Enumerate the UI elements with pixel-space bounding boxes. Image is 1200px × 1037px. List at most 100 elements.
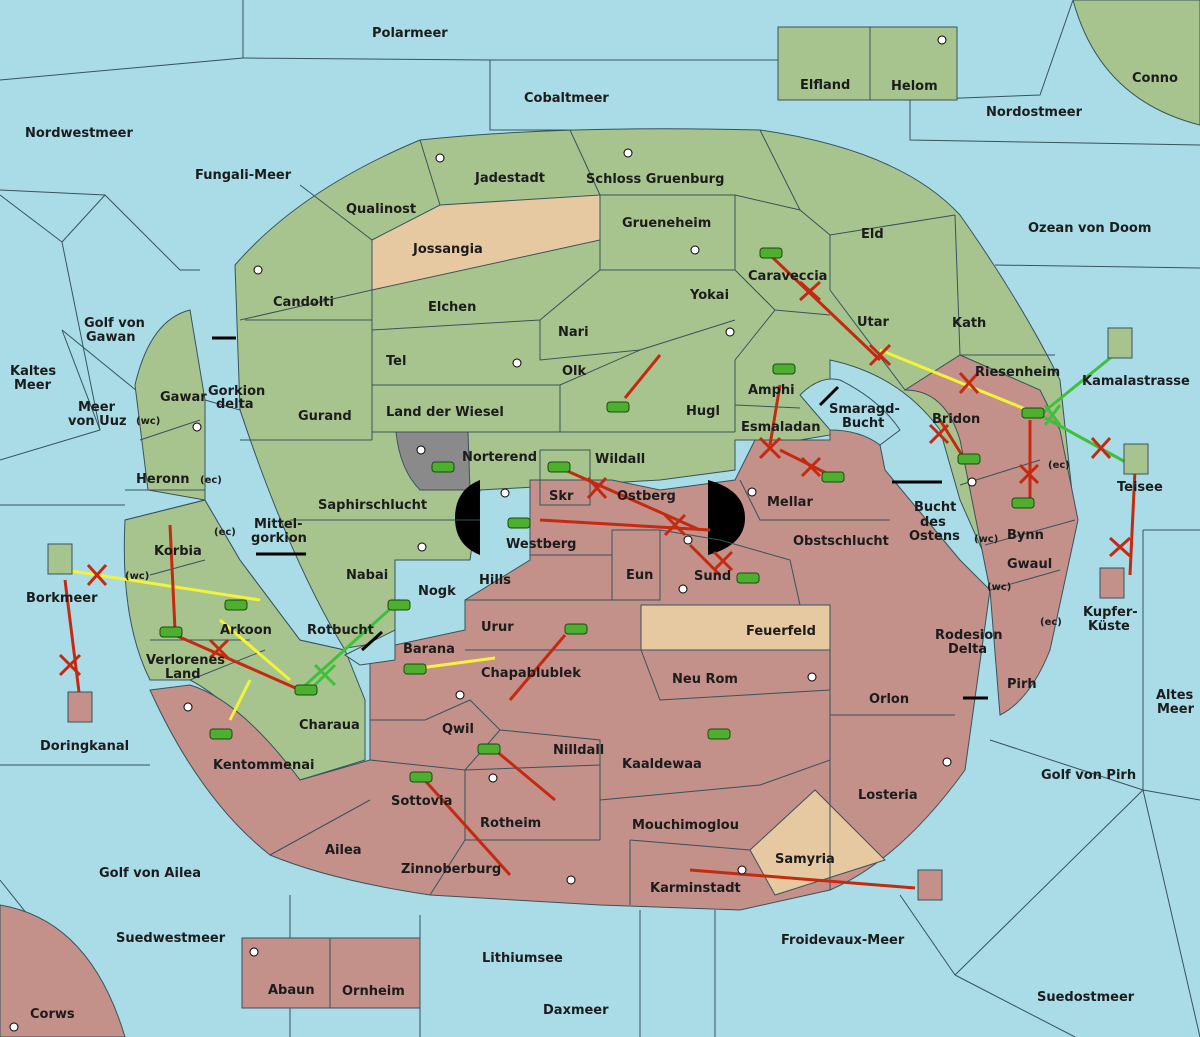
cross-icon: [1018, 463, 1040, 485]
army-icon: [159, 626, 183, 638]
failed-orders: [58, 280, 1132, 677]
army-icon: [224, 599, 248, 611]
label-pirh: Pirh: [1007, 677, 1037, 692]
sea-smaragd[interactable]: [799, 378, 901, 446]
supply-center-icon: [747, 487, 757, 497]
label-coast-ec: (ec): [1048, 460, 1070, 471]
label-rotheim: Rotheim: [480, 816, 541, 831]
fleet-icon: [67, 691, 93, 723]
supply-center-icon: [500, 488, 510, 498]
label-kamala: Kamalastrasse: [1082, 374, 1190, 389]
label-altes-1: Altes: [1156, 688, 1194, 703]
supply-center-icon: [942, 757, 952, 767]
cross-icon: [928, 423, 950, 445]
label-tel: Tel: [386, 354, 406, 369]
region-conno[interactable]: [1072, 0, 1200, 126]
label-bynn: Bynn: [1007, 528, 1044, 543]
label-smaragd-1: Smaragd-: [829, 402, 900, 417]
label-jossangia: Jossangia: [412, 242, 483, 257]
label-conno: Conno: [1132, 71, 1178, 86]
supply-center-icon: [807, 672, 817, 682]
label-bucht-2: des: [920, 515, 946, 530]
arrow-red: [564, 468, 701, 532]
label-teisee: Teisee: [1117, 480, 1163, 495]
red-east-arm: [903, 354, 1079, 716]
fleet-icon: [47, 543, 73, 575]
label-kupfer-1: Kupfer-: [1083, 605, 1138, 620]
label-obst: Obstschlucht: [793, 534, 889, 549]
region-corws[interactable]: [0, 904, 126, 1037]
army-icon: [1011, 497, 1035, 509]
sea-rotbucht[interactable]: [344, 629, 396, 666]
army-icon: [507, 517, 531, 529]
red-south-mass: [149, 417, 991, 911]
label-feuerfeld: Feuerfeld: [746, 624, 816, 639]
label-abaun: Abaun: [268, 983, 315, 998]
army-icon: [477, 743, 501, 755]
army-icon: [431, 461, 455, 473]
supply-center-icon: [9, 1022, 19, 1032]
fleet-icon: [1099, 567, 1125, 599]
region-elfland[interactable]: [777, 26, 871, 101]
fleet-icon: [1123, 443, 1149, 475]
arrow-red: [508, 634, 567, 701]
supply-center-icon: [725, 327, 735, 337]
label-bucht-3: Ostens: [909, 529, 960, 544]
label-caraveccia: Caraveccia: [748, 269, 827, 284]
passage-arrows: [212, 336, 988, 700]
label-lithium: Lithiumsee: [482, 951, 563, 966]
supply-center-icon: [512, 358, 522, 368]
label-wiesel: Land der Wiesel: [386, 405, 504, 420]
green-crosses: [313, 404, 1062, 687]
label-utar: Utar: [857, 315, 890, 330]
cross-icon: [798, 280, 822, 302]
label-daxmeer: Daxmeer: [543, 1003, 609, 1018]
army-icon: [209, 728, 233, 740]
label-kath: Kath: [952, 316, 986, 331]
label-arkoon: Arkoon: [220, 623, 272, 638]
label-skr: Skr: [549, 489, 574, 504]
arrow-red: [689, 868, 916, 890]
region-norterend[interactable]: [395, 431, 471, 491]
supply-center-icon: [967, 477, 977, 487]
fleet-icon: [1107, 327, 1133, 359]
cross-icon: [758, 436, 782, 460]
label-nordostmeer: Nordostmeer: [986, 105, 1083, 120]
label-sottovia: Sottovia: [391, 794, 452, 809]
label-westberg: Westberg: [506, 537, 576, 552]
label-rodesion-2: Delta: [948, 642, 987, 657]
label-qwil: Qwil: [442, 722, 474, 737]
arrow-red: [63, 579, 82, 701]
label-jadestadt: Jadestadt: [474, 171, 545, 186]
army-icon: [759, 247, 783, 259]
order-arrows: [63, 253, 1141, 890]
label-orlon: Orlon: [869, 692, 909, 707]
cross-icon: [1043, 404, 1062, 426]
supply-center-icon: [417, 542, 427, 552]
units: [159, 247, 1045, 783]
label-golf-pirh: Golf von Pirh: [1041, 768, 1136, 783]
army-icon: [957, 453, 981, 465]
label-gruenburg: Schloss Gruenburg: [586, 172, 724, 187]
label-qualinost: Qualinost: [346, 202, 416, 217]
arrow-red: [494, 748, 556, 802]
obstacle-east: [708, 480, 745, 555]
region-gawar-heronn[interactable]: [134, 309, 206, 501]
supply-center-icon: [737, 865, 747, 875]
label-smaragd-2: Bucht: [842, 416, 884, 431]
supply-center-icon: [435, 153, 445, 163]
label-charaua: Charaua: [299, 718, 360, 733]
label-coast-wc: (wc): [125, 571, 149, 582]
label-gorkion-1: Gorkion: [208, 384, 265, 399]
army-icon: [1021, 407, 1045, 419]
label-bridon: Bridon: [932, 412, 980, 427]
label-nogk: Nogk: [418, 584, 456, 599]
region-samyria[interactable]: [749, 789, 886, 896]
supply-center-icon: [183, 702, 193, 712]
label-nordwestmeer: Nordwestmeer: [25, 126, 133, 141]
cross-icon: [868, 343, 892, 367]
region-ornheim[interactable]: [329, 937, 421, 1009]
label-chapa: Chapablublek: [481, 666, 581, 681]
label-altes-2: Meer: [1157, 702, 1195, 717]
arrow-yellow: [879, 348, 1041, 417]
